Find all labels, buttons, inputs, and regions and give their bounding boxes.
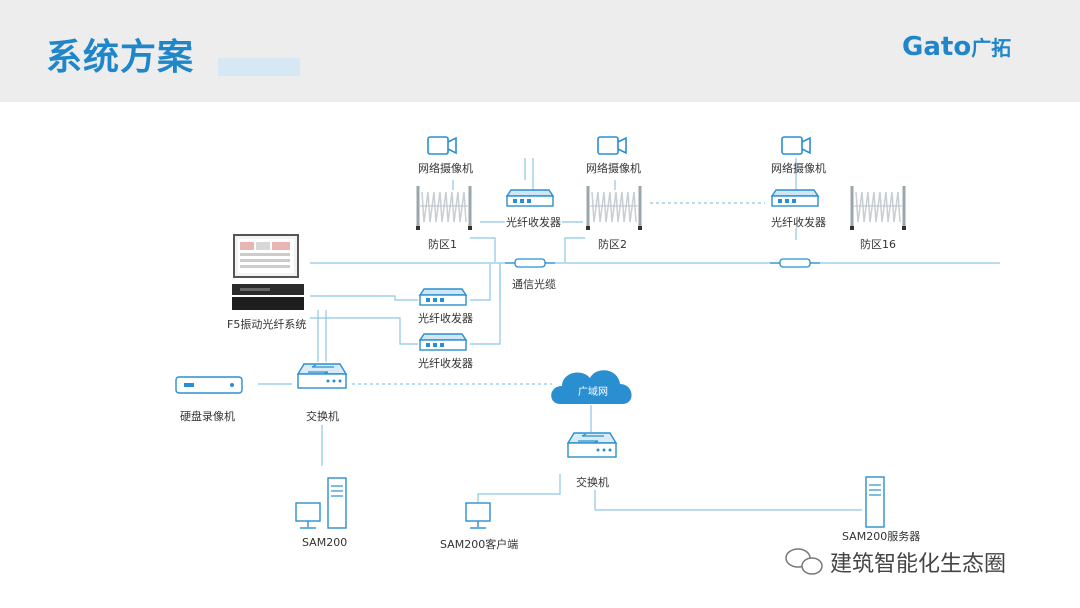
switch-icon: [567, 432, 617, 458]
camera-icon: [427, 136, 457, 155]
zone-label: 防区1: [428, 238, 457, 251]
transceiver-label: 光纤收发器: [771, 216, 826, 229]
brand-logo: Gato广拓: [902, 32, 1011, 62]
logo-text: Gato: [902, 32, 972, 62]
workstation-icon: [295, 477, 347, 529]
fence-zone-icon: [414, 184, 474, 232]
f5-system-icon: [232, 234, 304, 310]
page-title: 系统方案: [46, 37, 195, 78]
cable-label: 通信光缆: [512, 278, 556, 291]
logo-cn-text: 广拓: [971, 36, 1012, 60]
sam200-server-label: SAM200服务器: [842, 530, 921, 543]
camera-icon: [597, 136, 627, 155]
transceiver-icon: [419, 333, 467, 351]
transceiver-icon: [506, 189, 554, 207]
transceiver-icon: [419, 288, 467, 306]
nvr-label: 硬盘录像机: [180, 410, 235, 423]
wan-label: 广域网: [578, 387, 608, 398]
watermark: 建筑智能化生态圈: [830, 552, 1007, 577]
sam200-label: SAM200: [302, 536, 348, 549]
title-accent-bar: [218, 58, 300, 76]
client-monitor-icon: [465, 502, 491, 529]
wechat-icon: [785, 548, 823, 575]
zone-label: 防区16: [860, 238, 896, 251]
transceiver-label: 光纤收发器: [506, 216, 561, 229]
camera-icon: [781, 136, 811, 155]
switch-icon: [297, 363, 347, 389]
cable-coupler-icon: [504, 258, 556, 268]
transceiver-icon: [771, 189, 819, 207]
camera-label: 网络摄像机: [771, 162, 826, 175]
server-tower-icon: [865, 476, 885, 528]
camera-label: 网络摄像机: [418, 162, 473, 175]
f5-system-label: F5振动光纤系统: [227, 318, 307, 331]
wan-cloud-icon: [551, 370, 632, 404]
fence-zone-icon: [584, 184, 644, 232]
fence-zone-icon: [848, 184, 908, 232]
dashed-links: [352, 202, 765, 385]
transceiver-label: 光纤收发器: [418, 312, 473, 325]
camera-label: 网络摄像机: [586, 162, 641, 175]
transceiver-label: 光纤收发器: [418, 357, 473, 370]
nvr-icon: [175, 376, 243, 394]
switch-label: 交换机: [306, 410, 339, 423]
sam200-client-label: SAM200客户端: [440, 538, 519, 551]
header-band: 系统方案 Gato广拓: [0, 0, 1080, 102]
switch-label: 交换机: [576, 476, 609, 489]
cable-coupler-icon: [769, 258, 821, 268]
zone-label: 防区2: [598, 238, 627, 251]
connection-lines: [258, 158, 1000, 511]
